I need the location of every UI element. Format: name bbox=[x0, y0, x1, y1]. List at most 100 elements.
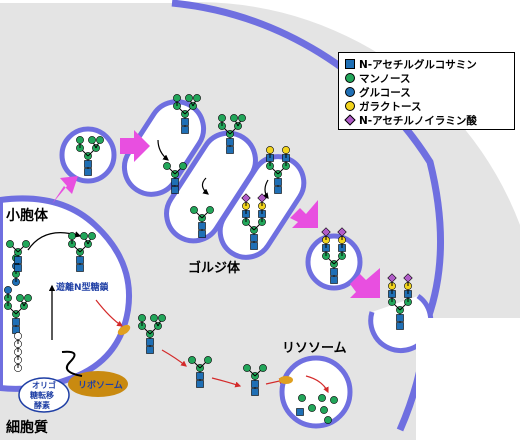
lysosome-channel bbox=[279, 376, 293, 384]
sugar-circle bbox=[173, 94, 181, 102]
sialic-diamond bbox=[403, 273, 413, 283]
glcnac-square bbox=[196, 380, 204, 388]
glcnac-square bbox=[76, 264, 84, 272]
golgi-arrow-2 bbox=[201, 177, 209, 195]
golgi-label: ゴルジ体 bbox=[188, 260, 241, 276]
er-label: 小胞体 bbox=[6, 207, 49, 224]
glcnac-square bbox=[12, 318, 20, 326]
sugar-circle bbox=[330, 396, 338, 404]
lysosome bbox=[279, 355, 353, 429]
glcnac-square bbox=[196, 372, 204, 380]
sugar-circle bbox=[259, 364, 267, 372]
sugar-circle bbox=[218, 114, 226, 122]
sugar-circle bbox=[4, 286, 12, 294]
sugar-circle bbox=[179, 162, 187, 170]
ribosome-label: リボソーム bbox=[78, 379, 123, 391]
sugar-circle bbox=[88, 136, 96, 144]
ost-label-line-2: 糖転移 bbox=[30, 390, 54, 400]
glcnac-square bbox=[251, 388, 259, 396]
glcnac-square bbox=[396, 322, 404, 330]
red-arrow-2 bbox=[161, 349, 187, 367]
lysosome-label: リソソーム bbox=[282, 341, 347, 356]
ribosome bbox=[68, 371, 128, 397]
glcnac-square bbox=[14, 256, 22, 264]
legend-item: N-アセチルグルコサミン bbox=[345, 57, 514, 71]
sugar-circle bbox=[68, 232, 76, 240]
sugar-circle bbox=[308, 404, 316, 412]
glcnac-square bbox=[198, 230, 206, 238]
legend-item: ガラクトース bbox=[345, 99, 514, 113]
sugar-circle bbox=[185, 94, 193, 102]
sugar-circle bbox=[22, 240, 30, 248]
glcnac-square bbox=[84, 160, 92, 168]
sugar-circle bbox=[76, 136, 84, 144]
sugar-circle bbox=[298, 394, 306, 402]
glcnac-square bbox=[198, 222, 206, 230]
ost-label-line-3: 酵素 bbox=[34, 400, 50, 410]
glcnac-square bbox=[14, 264, 22, 272]
glcnac-square bbox=[250, 234, 258, 242]
legend-item: マンノース bbox=[345, 71, 514, 85]
glcnac-square bbox=[250, 242, 258, 250]
sugar-circle bbox=[150, 314, 158, 322]
sialic-diamond bbox=[337, 227, 347, 237]
circle-icon bbox=[345, 73, 355, 83]
glycan-structures bbox=[4, 94, 413, 424]
red-arrow-3 bbox=[211, 377, 242, 388]
sugar-circle bbox=[324, 416, 332, 424]
glcnac-square bbox=[274, 178, 282, 186]
legend-item: N-アセチルノイラミン酸 bbox=[344, 113, 514, 127]
glcnac-square bbox=[396, 314, 404, 322]
red-arrow-1 bbox=[95, 299, 123, 327]
sugar-circle bbox=[14, 332, 22, 340]
legend-label: N-アセチルグルコサミン bbox=[359, 58, 477, 71]
glcnac-square bbox=[330, 268, 338, 276]
ost-enzyme bbox=[18, 377, 70, 413]
sugar-circle bbox=[16, 294, 24, 302]
legend: N-アセチルグルコサミン マンノース グルコース ガラクトース N-アセチルノイ… bbox=[338, 52, 515, 130]
sugar-circle bbox=[80, 232, 88, 240]
circle-icon bbox=[345, 101, 355, 111]
glcnac-square bbox=[171, 186, 179, 194]
sugar-circle bbox=[243, 364, 251, 372]
magenta-arrow-to-membrane bbox=[350, 268, 380, 298]
sialic-diamond bbox=[321, 227, 331, 237]
er-channel bbox=[117, 324, 131, 336]
legend-label: マンノース bbox=[359, 72, 411, 85]
circle-icon bbox=[345, 87, 355, 97]
golgi-arrow-3 bbox=[262, 179, 269, 199]
sugar-circle bbox=[230, 114, 238, 122]
glcnac-square bbox=[84, 168, 92, 176]
glcnac-square bbox=[226, 146, 234, 154]
glcnac-square bbox=[296, 408, 304, 416]
free-glycan-label: 遊離N型糖鎖 bbox=[56, 281, 110, 293]
sugar-circle bbox=[206, 206, 214, 214]
legend-label: ガラクトース bbox=[359, 100, 422, 113]
sugar-circle bbox=[163, 162, 171, 170]
magenta-arrow-to-golgi bbox=[120, 130, 150, 162]
cytoplasm-label: 細胞質 bbox=[6, 419, 48, 436]
red-arrow-5 bbox=[305, 375, 329, 394]
sugar-circle bbox=[96, 136, 104, 144]
glcnac-square bbox=[330, 276, 338, 284]
legend-label: N-アセチルノイラミン酸 bbox=[359, 114, 477, 127]
sugar-circle bbox=[266, 146, 274, 154]
sugar-circle bbox=[193, 94, 201, 102]
sugar-circle bbox=[320, 406, 328, 414]
mrna-strand bbox=[61, 350, 83, 377]
glcnac-square bbox=[251, 380, 259, 388]
sugar-circle bbox=[238, 114, 246, 122]
magenta-arrows bbox=[52, 130, 380, 298]
magenta-arrow-er-to-vesicle bbox=[52, 176, 78, 204]
sugar-circle bbox=[138, 314, 146, 322]
glcnac-square bbox=[181, 118, 189, 126]
sugar-circle bbox=[318, 394, 326, 402]
glcnac-square bbox=[76, 256, 84, 264]
ost-label-line-1: オリゴ bbox=[32, 380, 56, 390]
glcnac-square bbox=[146, 338, 154, 346]
glcnac-square bbox=[146, 346, 154, 354]
sugar-circle bbox=[88, 232, 96, 240]
golgi-arrow-1 bbox=[157, 139, 169, 161]
sugar-circle bbox=[204, 356, 212, 364]
glcnac-square bbox=[226, 138, 234, 146]
